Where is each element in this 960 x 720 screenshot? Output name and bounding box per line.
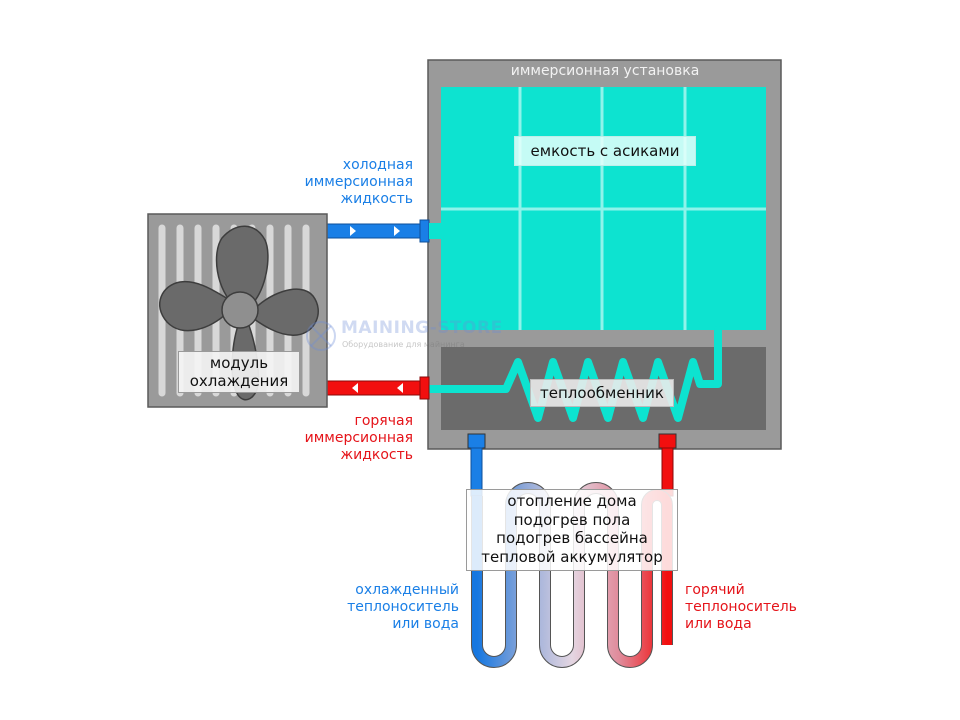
watermark-tagline: Оборудование для майнинга (342, 340, 465, 349)
hot-carrier-label-line3: или вода (685, 616, 752, 632)
consumer-heat-accumulator: тепловой аккумулятор (481, 547, 663, 566)
cooling-module-label-line2: охлаждения (189, 372, 289, 390)
tank-label: емкость с асиками (514, 136, 696, 166)
flow-arrow-icon (397, 383, 403, 393)
watermark-brand: MAINING-STORE (341, 318, 503, 338)
flow-arrow-icon (394, 226, 400, 236)
flow-arrow-icon (350, 226, 356, 236)
cooling-module-label: модуль охлаждения (178, 351, 300, 393)
hot-carrier-label: горячий теплоноситель или вода (685, 582, 825, 633)
tank-grid (441, 87, 766, 330)
tank-inlet (429, 223, 443, 239)
fan-icon (159, 225, 319, 401)
hot-carrier-label-line1: горячий (685, 582, 745, 598)
cold-fluid-pipe (326, 223, 423, 239)
hot-fluid-label-line1: горячая (354, 413, 413, 429)
cooling-module-label-line1: модуль (209, 354, 269, 372)
hot-carrier-label-line2: теплоноситель (685, 599, 797, 615)
flow-arrow-icon (352, 383, 358, 393)
cold-fluid-label-line1: холодная (342, 157, 413, 173)
cold-fluid-label: холодная иммерсионная жидкость (250, 157, 413, 208)
cold-fluid-label-line2: иммерсионная (304, 174, 413, 190)
cold-fluid-label-line3: жидкость (340, 191, 413, 207)
hot-fluid-label-line2: иммерсионная (304, 430, 413, 446)
consumers-label: отопление дома подогрев пола подогрев ба… (466, 489, 678, 571)
cooled-carrier-label-line3: или вода (392, 616, 459, 632)
consumer-pool-heating: подогрев бассейна (496, 529, 648, 547)
hot-fluid-label: горячая иммерсионная жидкость (250, 413, 413, 464)
cooled-carrier-label-line1: охлажденный (355, 582, 459, 598)
hot-fluid-label-line3: жидкость (340, 447, 413, 463)
heat-exchanger-label-text: теплообменник (540, 384, 664, 402)
heat-exchanger-label: теплообменник (530, 379, 674, 407)
cooled-carrier-label-line2: теплоноситель (347, 599, 459, 615)
consumer-home-heating: отопление дома (507, 492, 637, 510)
hot-supply-connector (658, 433, 677, 449)
heating-coil-fill (472, 483, 672, 667)
cold-return-connector (467, 433, 486, 449)
consumer-floor-heating: подогрев пола (513, 510, 631, 529)
watermark-logo-icon (306, 321, 336, 351)
hot-fluid-connector (419, 376, 430, 400)
cooled-carrier-label: охлажденный теплоноситель или вода (300, 582, 459, 633)
cold-fluid-connector (419, 219, 430, 243)
immersion-unit-label: иммерсионная установка (510, 63, 700, 79)
hot-fluid-pipe (326, 380, 423, 396)
